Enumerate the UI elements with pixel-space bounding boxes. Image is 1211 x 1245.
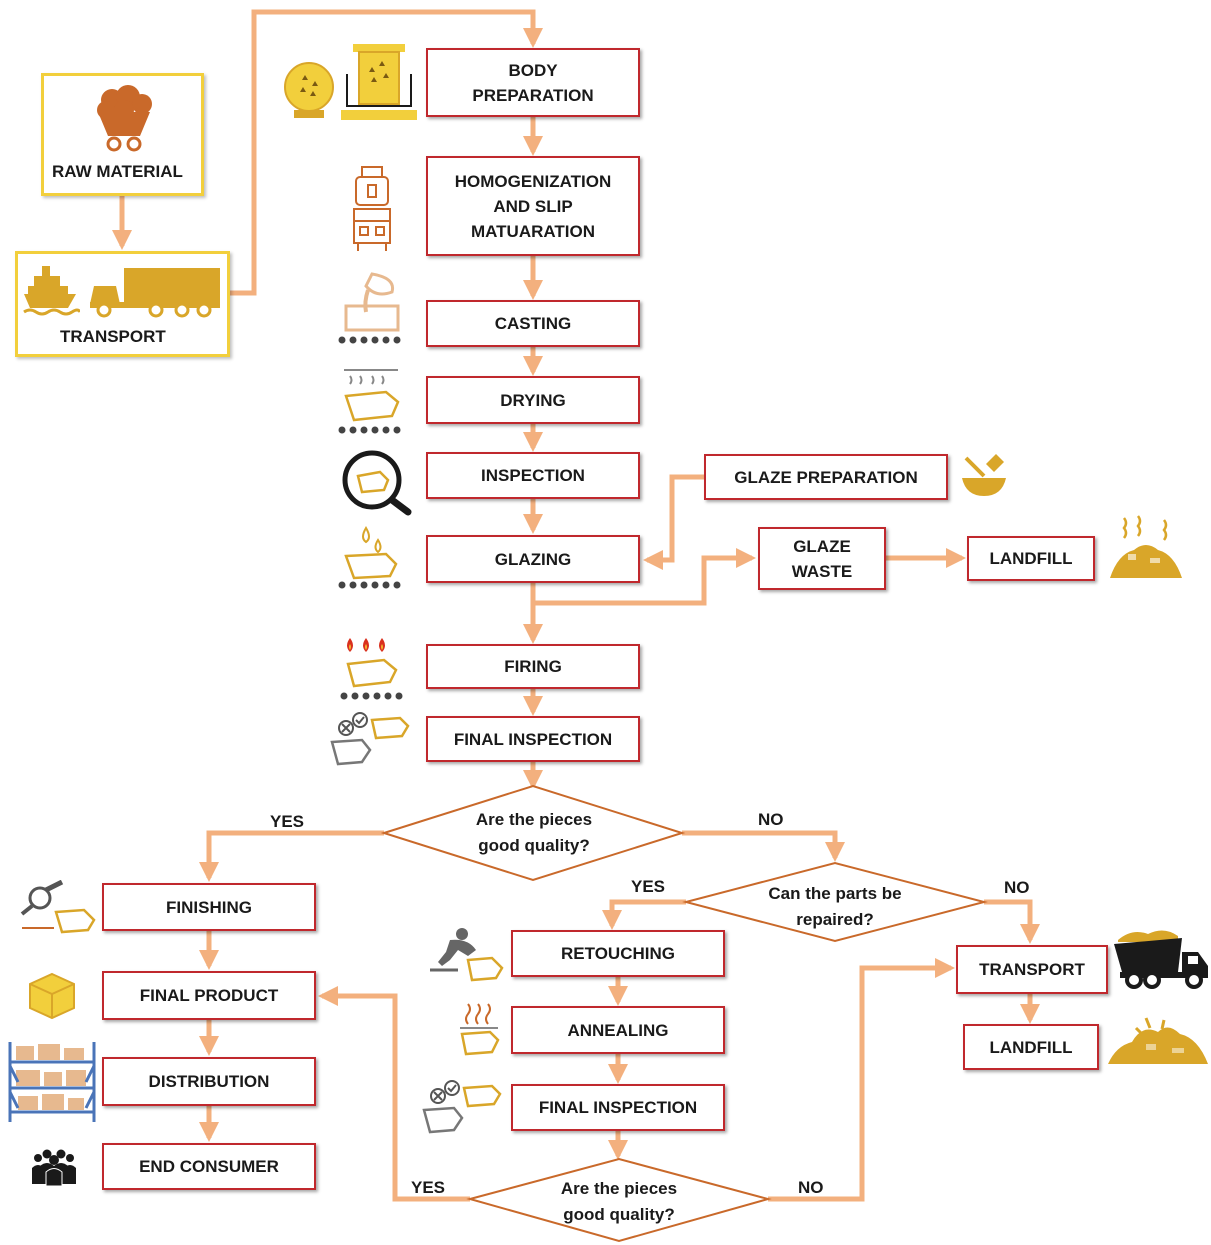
magnifier-icon — [342, 450, 412, 516]
people-icon — [32, 1149, 76, 1186]
arrow-repair-no — [984, 899, 1040, 944]
press-icon — [341, 44, 417, 120]
dump-truck-icon — [1114, 930, 1208, 989]
transport-waste-box: TRANSPORT — [956, 945, 1108, 994]
ship-icon — [23, 266, 80, 316]
label-yes-quality-2: YES — [411, 1178, 446, 1197]
landfill-final-box: LANDFILL — [963, 1024, 1099, 1070]
clay-cart-icon — [97, 85, 152, 152]
raw-material-label: RAW MATERIAL — [52, 162, 183, 181]
arrow-glazeprep-to-glazing — [643, 474, 704, 570]
glazing-box: GLAZING — [426, 535, 640, 583]
box-icon — [29, 972, 75, 1020]
glaze-preparation-box: GLAZE PREPARATION — [704, 454, 948, 500]
decision-repair-shape — [682, 861, 988, 943]
body-preparation-box: BODY PREPARATION — [426, 48, 640, 117]
label-yes-repair: YES — [631, 877, 666, 896]
waste-pile-icon — [1110, 515, 1182, 578]
label-no-repair: NO — [1004, 878, 1030, 897]
glaze-bowl-icon — [962, 454, 1006, 496]
landfill-pile-icon — [1108, 1017, 1208, 1064]
glazing-icon — [338, 526, 401, 589]
arrow-transport-to-body — [230, 9, 543, 296]
inspection-box: INSPECTION — [426, 452, 640, 499]
worker-icon — [430, 928, 504, 982]
end-consumer-box: END CONSUMER — [102, 1143, 316, 1190]
decision-quality-2-text: Are the pieces good quality? — [560, 1179, 678, 1224]
arrow-quality2-no — [768, 958, 955, 1202]
arrow-quality2-yes — [318, 986, 470, 1202]
distribution-box: DISTRIBUTION — [102, 1057, 316, 1106]
mixer-icon — [353, 166, 391, 251]
arrow-quality1-yes — [199, 830, 384, 882]
drying-box: DRYING — [426, 376, 640, 424]
shelves-icon — [8, 1042, 96, 1122]
landfill-glaze-box: LANDFILL — [967, 536, 1095, 581]
mill-icon — [284, 62, 334, 118]
decision-quality-2-shape — [466, 1157, 772, 1243]
final-product-box: FINAL PRODUCT — [102, 971, 316, 1020]
arrow-repair-yes — [602, 899, 686, 930]
firing-box: FIRING — [426, 644, 640, 689]
grinder-icon — [20, 880, 96, 934]
retouching-box: RETOUCHING — [511, 930, 725, 977]
final-inspection-2-box: FINAL INSPECTION — [511, 1084, 725, 1131]
homogenization-box: HOMOGENIZATION AND SLIP MATUARATION — [426, 156, 640, 256]
decision-quality-1-text: Are the pieces good quality? — [475, 810, 593, 855]
final-inspection-box: FINAL INSPECTION — [426, 716, 640, 762]
arrow-quality1-no — [682, 830, 845, 862]
label-no-quality-1: NO — [758, 810, 784, 829]
truck-icon — [90, 268, 220, 318]
glaze-waste-box: GLAZE WASTE — [758, 527, 886, 590]
annealing-box: ANNEALING — [511, 1006, 725, 1054]
transport-start-label: TRANSPORT — [60, 327, 166, 346]
label-no-quality-2: NO — [798, 1178, 824, 1197]
finishing-box: FINISHING — [102, 883, 316, 931]
decision-quality-1-shape — [380, 784, 686, 882]
drying-icon — [338, 369, 401, 434]
decision-repair-text: Can the parts be repaired? — [768, 884, 902, 929]
inspection-icon — [330, 712, 410, 766]
label-yes-quality-1: YES — [270, 812, 305, 831]
inspection-icon — [422, 1080, 502, 1134]
casting-box: CASTING — [426, 300, 640, 347]
casting-icon — [338, 272, 401, 344]
annealing-icon — [460, 1003, 500, 1056]
kiln-icon — [340, 638, 403, 700]
